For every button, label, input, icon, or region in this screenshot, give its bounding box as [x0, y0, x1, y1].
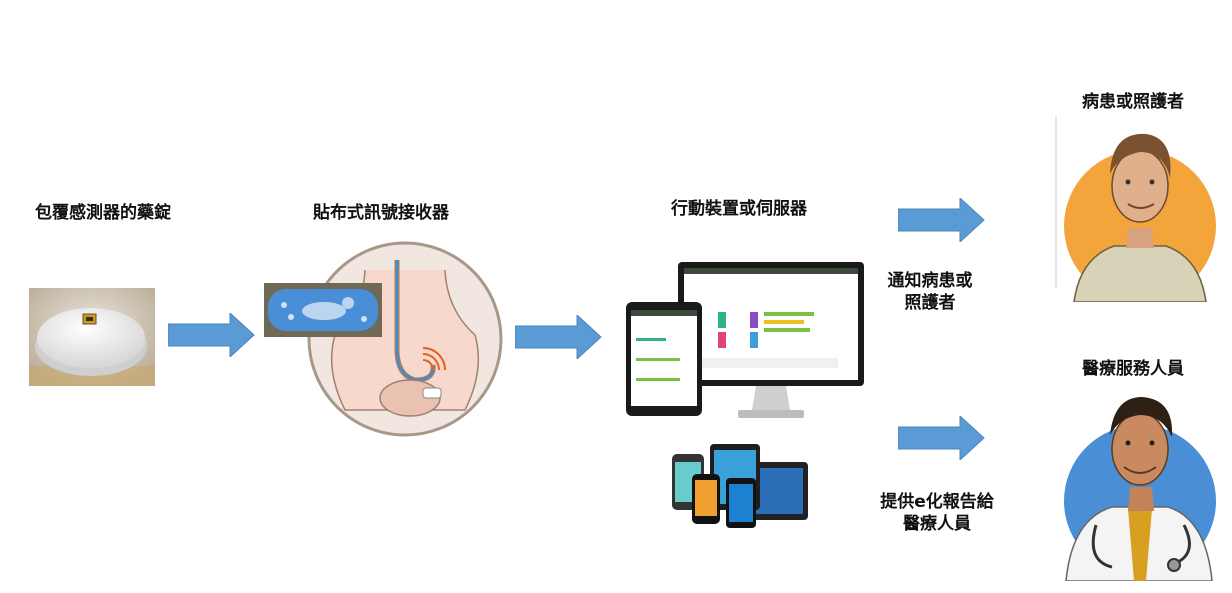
arrow-patch-to-device [515, 315, 603, 359]
tablet-device [626, 302, 702, 416]
notify-caption-line1: 通知病患或 [887, 271, 973, 291]
report-caption: 提供e化報告給 醫療人員 [862, 491, 1012, 535]
arrow-pill-to-patch [168, 313, 256, 357]
body-patch-illustration [305, 240, 505, 438]
patch-photo [264, 283, 382, 337]
desktop-monitor [678, 262, 864, 422]
notify-caption-line2: 照護者 [904, 293, 956, 313]
arrow-to-medical [898, 416, 986, 460]
arrow-to-patient [898, 198, 986, 242]
medical-staff-avatar [1056, 385, 1218, 581]
pill-label: 包覆感測器的藥錠 [35, 203, 171, 223]
medical-label: 醫療服務人員 [1082, 359, 1184, 379]
report-caption-line2: 醫療人員 [903, 514, 971, 534]
patient-label: 病患或照護者 [1082, 92, 1184, 112]
device-label: 行動裝置或伺服器 [671, 199, 807, 219]
report-caption-line1: 提供e化報告給 [880, 492, 994, 512]
patient-avatar [1054, 116, 1216, 302]
pill-photo [29, 288, 155, 386]
notify-caption: 通知病患或 照護者 [870, 270, 990, 314]
mobile-devices-collage [670, 438, 810, 528]
patch-label: 貼布式訊號接收器 [313, 203, 449, 223]
